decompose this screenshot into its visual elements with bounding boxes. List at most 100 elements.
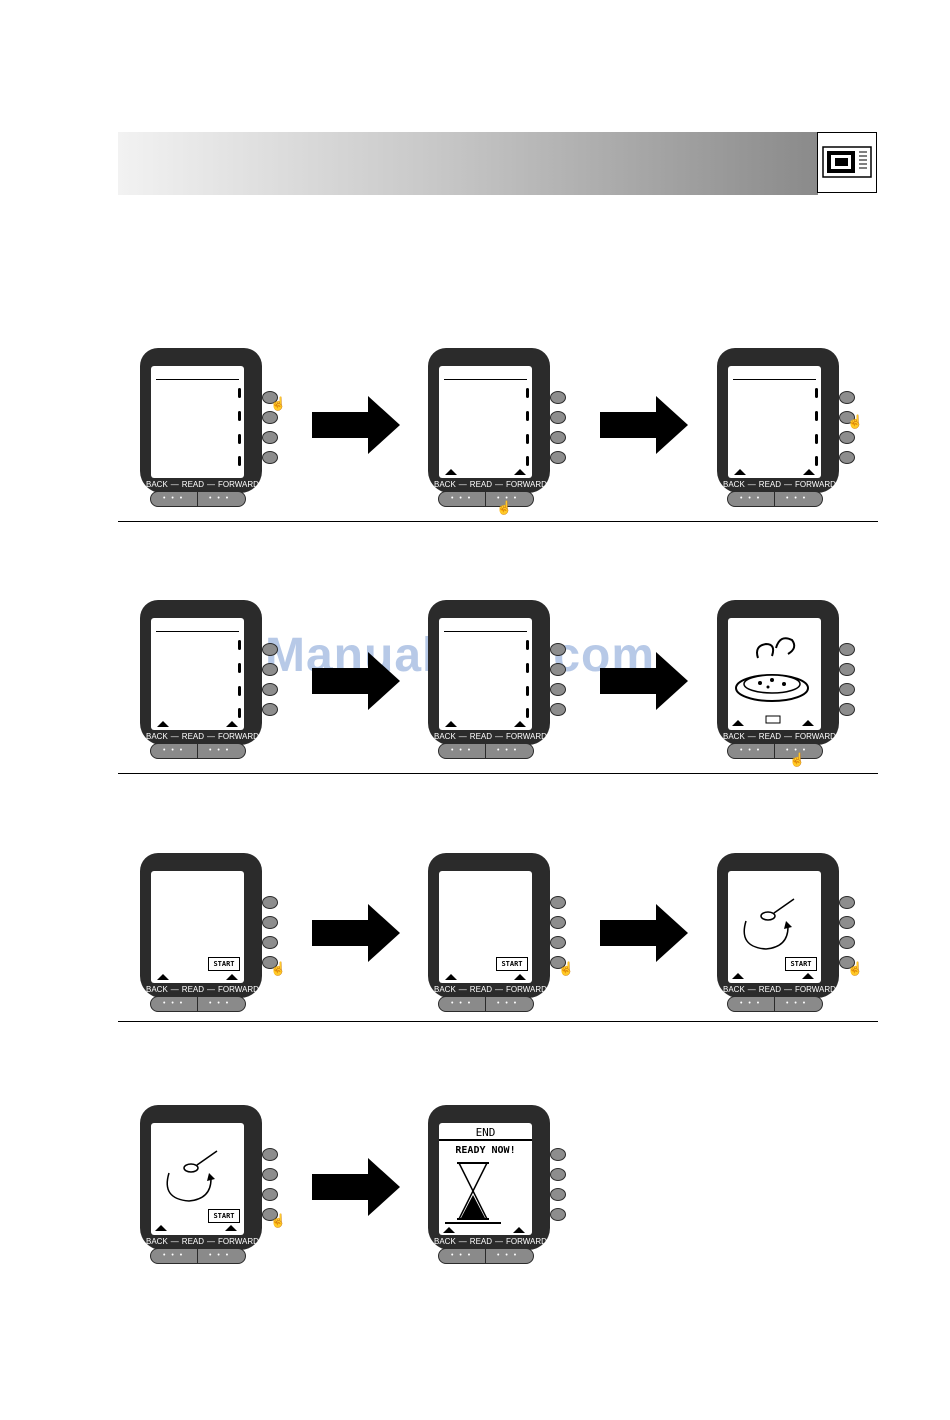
arrow-right-icon (312, 652, 400, 710)
side-button-2[interactable] (550, 1168, 566, 1181)
back-button[interactable]: • • • (163, 1000, 185, 1007)
side-button-3[interactable] (550, 431, 566, 444)
side-button-1[interactable] (262, 896, 278, 909)
side-button-2[interactable] (262, 663, 278, 676)
forward-label: FORWARD (218, 732, 259, 741)
side-button-1[interactable] (550, 896, 566, 909)
side-button-1[interactable] (550, 391, 566, 404)
side-button-3[interactable] (262, 683, 278, 696)
back-label: BACK (146, 1237, 168, 1246)
side-button-1[interactable] (839, 896, 855, 909)
read-label: READ (469, 1237, 493, 1246)
forward-button[interactable]: • • • (786, 495, 808, 502)
side-button-2[interactable] (262, 411, 278, 424)
back-button[interactable]: • • • (451, 495, 473, 502)
device-display-1: ☝ BACK— READ— FORWARD • • • • • • (140, 348, 290, 513)
forward-button[interactable]: • • • (497, 747, 519, 754)
bottom-button-pod[interactable]: • • • • • • (727, 996, 823, 1012)
side-button-4[interactable] (262, 956, 278, 969)
back-button[interactable]: • • • (451, 1252, 473, 1259)
forward-label: FORWARD (795, 480, 836, 489)
bottom-button-pod[interactable]: • • • • • • (438, 743, 534, 759)
bottom-button-pod[interactable]: • • • • • • (438, 1248, 534, 1264)
bottom-button-pod[interactable]: • • • • • • (150, 743, 246, 759)
bottom-button-pod[interactable]: • • • • • • (150, 491, 246, 507)
back-button[interactable]: • • • (740, 1000, 762, 1007)
side-button-1[interactable] (262, 1148, 278, 1161)
screen-marker (526, 434, 529, 444)
back-button[interactable]: • • • (163, 495, 185, 502)
side-button-4[interactable] (550, 956, 566, 969)
side-button-2[interactable] (550, 411, 566, 424)
back-button[interactable]: • • • (163, 1252, 185, 1259)
side-button-4[interactable] (839, 956, 855, 969)
side-button-1[interactable] (550, 1148, 566, 1161)
screen-marker (238, 434, 241, 444)
end-divider (439, 1139, 532, 1141)
bottom-button-pod[interactable]: • • • • • • (150, 1248, 246, 1264)
back-button[interactable]: • • • (451, 1000, 473, 1007)
side-button-4[interactable] (262, 703, 278, 716)
side-button-3[interactable] (839, 431, 855, 444)
bottom-button-pod[interactable]: • • • • • • (150, 996, 246, 1012)
side-button-3[interactable] (550, 1188, 566, 1201)
side-button-2[interactable] (262, 916, 278, 929)
side-button-2[interactable] (839, 916, 855, 929)
side-button-4[interactable] (550, 451, 566, 464)
forward-button[interactable]: • • • (786, 747, 808, 754)
screen-divider (156, 631, 239, 632)
side-button-2[interactable] (550, 916, 566, 929)
forward-button[interactable]: • • • (786, 1000, 808, 1007)
device-display-3: ☝ BACK— READ— FORWARD • • • • • • (717, 348, 867, 513)
side-button-2[interactable] (839, 411, 855, 424)
back-button[interactable]: • • • (740, 747, 762, 754)
side-button-4[interactable] (550, 703, 566, 716)
bottom-button-pod[interactable]: • • • • • • (438, 996, 534, 1012)
side-button-4[interactable] (262, 1208, 278, 1221)
side-button-3[interactable] (839, 936, 855, 949)
back-button[interactable]: • • • (163, 747, 185, 754)
side-button-3[interactable] (550, 936, 566, 949)
side-button-3[interactable] (262, 1188, 278, 1201)
pointing-hand-icon: ☝ (558, 961, 575, 976)
device-screen (728, 618, 821, 730)
forward-indicator-icon (514, 469, 526, 475)
screen-marker (815, 411, 818, 421)
side-button-1[interactable] (839, 391, 855, 404)
forward-button[interactable]: • • • (497, 1000, 519, 1007)
forward-button[interactable]: • • • (497, 1252, 519, 1259)
side-button-3[interactable] (262, 936, 278, 949)
pointing-hand-icon: ☝ (496, 500, 513, 515)
bottom-button-pod[interactable]: • • • • • • (727, 743, 823, 759)
side-button-1[interactable] (839, 643, 855, 656)
bottom-button-pod[interactable]: • • • • • • (727, 491, 823, 507)
start-label: START (208, 1209, 240, 1223)
forward-button[interactable]: • • • (209, 1000, 231, 1007)
forward-label: FORWARD (218, 480, 259, 489)
back-button[interactable]: • • • (451, 747, 473, 754)
side-button-3[interactable] (550, 683, 566, 696)
side-button-1[interactable] (550, 643, 566, 656)
back-button[interactable]: • • • (740, 495, 762, 502)
side-button-3[interactable] (839, 683, 855, 696)
side-button-4[interactable] (839, 451, 855, 464)
forward-button[interactable]: • • • (209, 747, 231, 754)
back-label: BACK (434, 732, 456, 741)
device-display-11: END READY NOW! BACK— READ— FORWARD • • •… (428, 1105, 578, 1270)
screen-divider (733, 379, 816, 380)
side-button-4[interactable] (262, 451, 278, 464)
forward-button[interactable]: • • • (209, 495, 231, 502)
side-button-1[interactable] (262, 643, 278, 656)
side-button-2[interactable] (550, 663, 566, 676)
side-button-2[interactable] (839, 663, 855, 676)
side-button-4[interactable] (839, 703, 855, 716)
side-button-4[interactable] (550, 1208, 566, 1221)
pointing-hand-icon: ☝ (847, 961, 864, 976)
section-divider (118, 773, 878, 774)
forward-button[interactable]: • • • (209, 1252, 231, 1259)
side-button-3[interactable] (262, 431, 278, 444)
side-button-1[interactable] (262, 391, 278, 404)
forward-button[interactable]: • • • (497, 495, 519, 502)
side-button-2[interactable] (262, 1168, 278, 1181)
bottom-button-pod[interactable]: • • • • • • (438, 491, 534, 507)
